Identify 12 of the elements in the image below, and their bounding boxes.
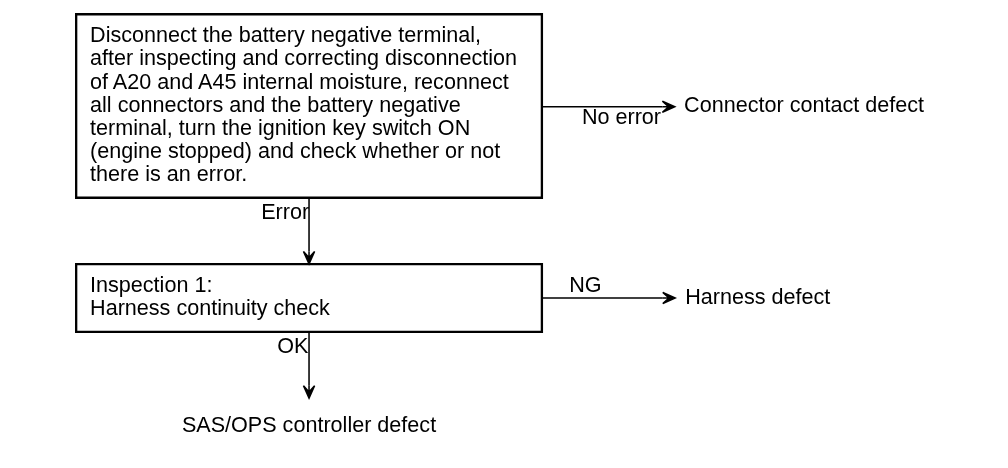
edge-label: NG	[568, 272, 602, 298]
node-box: Disconnect the battery negative terminal, after inspecting and correcting disconnection of A20 and A45 internal moisture, reconnect all connectors and the battery negative terminal, turn the ignition key switch ON (engine stopped) and check whether or not there is an error.	[74, 13, 543, 199]
node-text: SAS/OPS controller defect	[181, 411, 436, 437]
edge-label: OK	[276, 333, 308, 359]
node-text: Harness defect	[684, 283, 830, 309]
arrow	[540, 100, 675, 114]
arrow	[302, 331, 315, 399]
node-text: Connector contact defect	[683, 91, 924, 117]
node-box: Inspection 1: Harness continuity check	[74, 262, 543, 334]
arrow	[302, 197, 315, 265]
edge-label: No error	[581, 104, 661, 130]
arrow	[540, 291, 676, 305]
